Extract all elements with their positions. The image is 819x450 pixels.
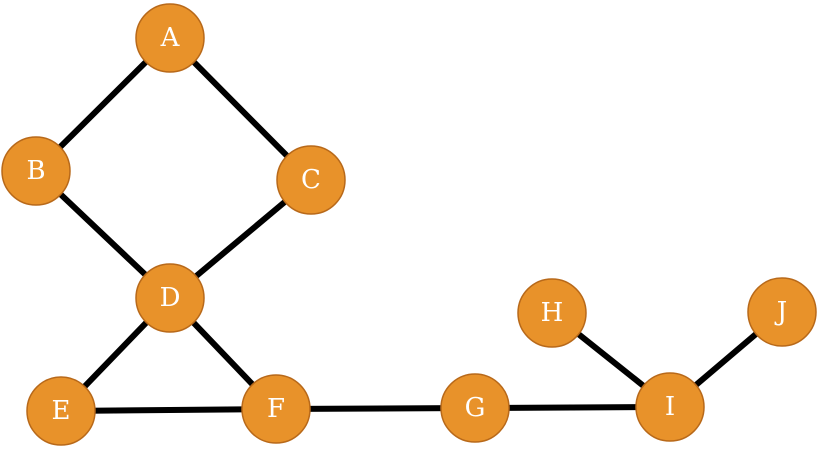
node-label-f: F — [267, 394, 285, 424]
node-circle-h — [517, 278, 587, 348]
node-circle-a — [135, 3, 205, 73]
node-label-e: E — [52, 396, 71, 426]
edge-e-f — [58, 406, 279, 414]
node-i: I — [635, 372, 705, 442]
node-circle-d — [135, 263, 205, 333]
node-j: J — [747, 277, 817, 347]
node-circle-f — [241, 374, 311, 444]
node-label-d: D — [160, 283, 181, 313]
node-e: E — [26, 376, 96, 446]
node-h: H — [517, 278, 587, 348]
node-circle-b — [1, 136, 71, 206]
node-circle-i — [635, 372, 705, 442]
node-circle-g — [440, 373, 510, 443]
edges-group — [33, 35, 785, 414]
node-label-h: H — [541, 298, 564, 328]
nodes-group: A B C D E F G H I J — [1, 3, 817, 446]
node-circle-e — [26, 376, 96, 446]
node-b: B — [1, 136, 71, 206]
node-a: A — [135, 3, 205, 73]
node-circle-j — [747, 277, 817, 347]
node-f: F — [241, 374, 311, 444]
node-label-a: A — [160, 23, 181, 53]
node-circle-c — [276, 145, 346, 215]
node-label-g: G — [465, 393, 486, 423]
node-label-b: B — [26, 156, 45, 186]
node-d: D — [135, 263, 205, 333]
node-label-c: C — [301, 165, 321, 195]
node-label-j: J — [774, 297, 787, 327]
node-g: G — [440, 373, 510, 443]
node-label-i: I — [665, 392, 675, 422]
node-c: C — [276, 145, 346, 215]
